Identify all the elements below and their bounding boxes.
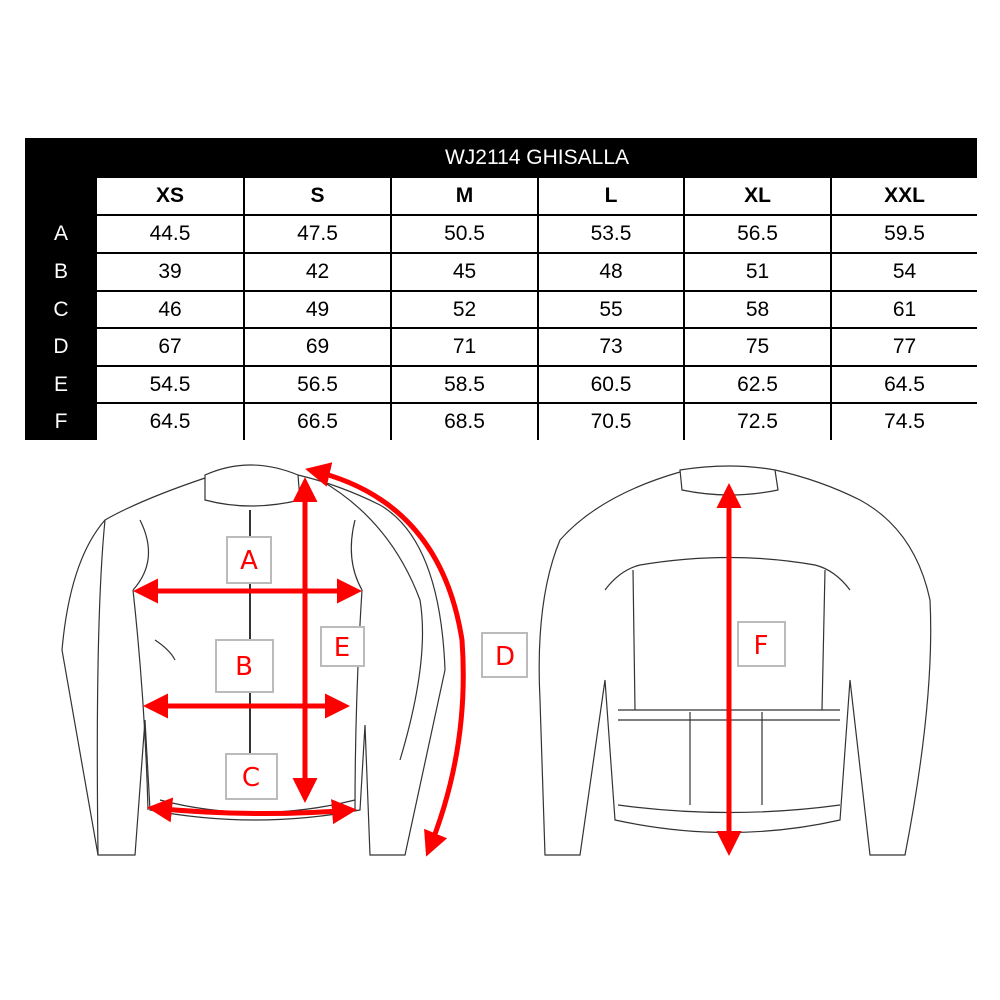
- label-f: F: [754, 631, 769, 661]
- row-label: C: [53, 298, 69, 321]
- table-cell: 58: [685, 292, 830, 327]
- table-cell: 74.5: [832, 404, 977, 440]
- table-cell: 52: [392, 292, 537, 327]
- arrow-c: [147, 797, 357, 825]
- size-header: XS: [97, 178, 243, 214]
- table-cell: 64.5: [97, 404, 243, 440]
- table-cell: 39: [97, 254, 243, 290]
- table-cell: 77: [832, 329, 977, 365]
- table-cell: 49: [245, 292, 390, 327]
- table-cell: 67: [97, 329, 243, 365]
- table-cell: 46: [97, 292, 243, 327]
- table-cell: 60.5: [539, 367, 683, 402]
- table-cell: 68.5: [392, 404, 537, 440]
- label-a: A: [240, 546, 258, 576]
- table-cell: 59.5: [832, 216, 977, 252]
- table-cell: 44.5: [97, 216, 243, 252]
- label-e: E: [334, 633, 350, 663]
- table-cell: 72.5: [685, 404, 830, 440]
- table-cell: 54.5: [97, 367, 243, 402]
- size-header: S: [245, 178, 390, 214]
- table-cell: 47.5: [245, 216, 390, 252]
- table-cell: 53.5: [539, 216, 683, 252]
- row-label: B: [53, 260, 68, 283]
- table-cell: 61: [832, 292, 977, 327]
- row-label: D: [53, 335, 69, 358]
- table-cell: 70.5: [539, 404, 683, 440]
- table-cell: 42: [245, 254, 390, 290]
- table-cell: 58.5: [392, 367, 537, 402]
- label-d: D: [495, 642, 515, 672]
- table-cell: 48: [539, 254, 683, 290]
- label-c: C: [242, 763, 260, 793]
- table-cell: 56.5: [245, 367, 390, 402]
- table-cell: 51: [685, 254, 830, 290]
- table-cell: 56.5: [685, 216, 830, 252]
- chart-title: WJ2114 GHISALLA: [444, 146, 630, 169]
- table-cell: 66.5: [245, 404, 390, 440]
- table-cell: 45: [392, 254, 537, 290]
- table-cell: 75: [685, 329, 830, 365]
- table-cell: 50.5: [392, 216, 537, 252]
- table-cell: 62.5: [685, 367, 830, 402]
- table-cell: 55: [539, 292, 683, 327]
- size-header: L: [539, 178, 683, 214]
- size-header: XL: [685, 178, 830, 214]
- row-label: A: [53, 222, 68, 245]
- label-b: B: [235, 652, 253, 682]
- arrow-d: [305, 462, 466, 857]
- table-cell: 71: [392, 329, 537, 365]
- table-cell: 64.5: [832, 367, 977, 402]
- table-cell: 73: [539, 329, 683, 365]
- row-label: F: [54, 410, 68, 433]
- table-cell: 69: [245, 329, 390, 365]
- row-label: E: [53, 373, 68, 396]
- table-cell: 54: [832, 254, 977, 290]
- size-header: XXL: [832, 178, 977, 214]
- back-jacket-outline: [538, 465, 932, 856]
- size-header: M: [392, 178, 537, 214]
